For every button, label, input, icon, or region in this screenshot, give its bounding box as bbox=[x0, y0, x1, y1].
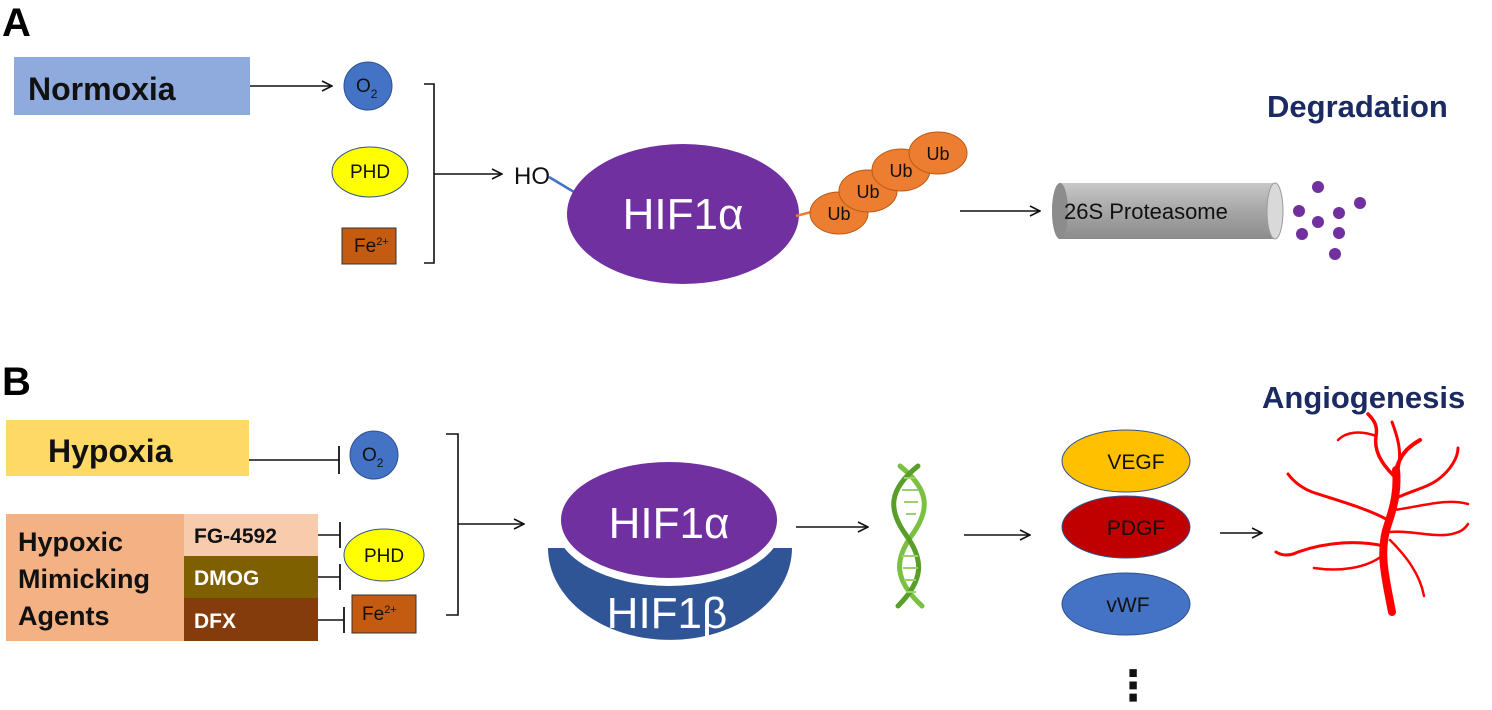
svg-text:PDGF: PDGF bbox=[1107, 517, 1165, 540]
svg-text:vWF: vWF bbox=[1106, 594, 1149, 617]
agents-line-2: Mimicking bbox=[18, 564, 150, 594]
svg-text:HIF1α: HIF1α bbox=[609, 499, 730, 548]
agents-box bbox=[6, 514, 184, 641]
ub-4: Ub bbox=[908, 131, 968, 175]
vwf-ellipse: vWF bbox=[1061, 572, 1191, 636]
svg-text:O2: O2 bbox=[356, 76, 378, 101]
pdgf-ellipse: PDGF bbox=[1061, 495, 1191, 559]
svg-text:Fe2+: Fe2+ bbox=[354, 236, 389, 257]
svg-text:PHD: PHD bbox=[364, 546, 404, 567]
fg4592-box bbox=[184, 514, 318, 556]
bracket-a bbox=[424, 83, 435, 264]
svg-text:Ub: Ub bbox=[827, 204, 850, 224]
svg-text:O2: O2 bbox=[362, 445, 384, 470]
bracket-b bbox=[446, 433, 459, 616]
hypoxia-box bbox=[6, 420, 249, 476]
hypoxia-label: Hypoxia bbox=[48, 433, 173, 469]
agents-line-3: Agents bbox=[18, 601, 110, 631]
panel-b-letter: B bbox=[2, 360, 31, 404]
fg4592-label: FG-4592 bbox=[194, 525, 277, 548]
dfx-label: DFX bbox=[194, 610, 236, 633]
normoxia-box bbox=[14, 57, 250, 115]
dna-helix-icon bbox=[891, 463, 927, 609]
svg-text:Ub: Ub bbox=[856, 182, 879, 202]
ub-chain: Ub Ub Ub Ub bbox=[809, 131, 968, 235]
drug-inhibitors bbox=[318, 522, 345, 633]
o2-circle-b: O2 bbox=[349, 430, 399, 480]
more-factors-ellipsis: ⋮ bbox=[1112, 661, 1154, 710]
svg-text:Ub: Ub bbox=[926, 144, 949, 164]
phd-ellipse-b: PHD bbox=[343, 528, 425, 582]
phd-ellipse-a: PHD bbox=[331, 146, 409, 198]
agents-line-1: Hypoxic bbox=[18, 527, 123, 557]
dmog-label: DMOG bbox=[194, 567, 259, 590]
hif1a-ellipse-a: HIF1α bbox=[567, 144, 799, 284]
blood-vessel-icon bbox=[1274, 412, 1470, 616]
proteasome-cylinder: 26S Proteasome bbox=[1052, 182, 1284, 240]
svg-text:HIF1α: HIF1α bbox=[623, 190, 744, 239]
normoxia-label: Normoxia bbox=[28, 71, 176, 107]
dmog-box bbox=[184, 556, 318, 598]
svg-text:HIF1β: HIF1β bbox=[607, 589, 728, 638]
angiogenesis-title: Angiogenesis bbox=[1262, 380, 1465, 415]
hypoxia-inhibitor bbox=[249, 446, 340, 474]
ho-label: HO bbox=[514, 163, 550, 190]
hif1a-ellipse-b: HIF1α bbox=[555, 460, 783, 586]
ho-bond bbox=[548, 175, 575, 194]
fe-box-a: Fe2+ bbox=[341, 227, 397, 265]
svg-text:Fe2+: Fe2+ bbox=[362, 604, 397, 625]
peptide-fragments bbox=[1293, 181, 1366, 260]
svg-text:PHD: PHD bbox=[350, 162, 390, 183]
vegf-ellipse: VEGF bbox=[1061, 429, 1191, 493]
fe-box-b: Fe2+ bbox=[351, 594, 417, 634]
svg-text:VEGF: VEGF bbox=[1107, 451, 1164, 474]
o2-circle-a: O2 bbox=[343, 61, 393, 111]
svg-text:Ub: Ub bbox=[889, 161, 912, 181]
degradation-title: Degradation bbox=[1267, 89, 1448, 124]
dfx-box bbox=[184, 598, 318, 641]
panel-a-letter: A bbox=[2, 1, 31, 45]
svg-text:26S Proteasome: 26S Proteasome bbox=[1064, 199, 1228, 224]
